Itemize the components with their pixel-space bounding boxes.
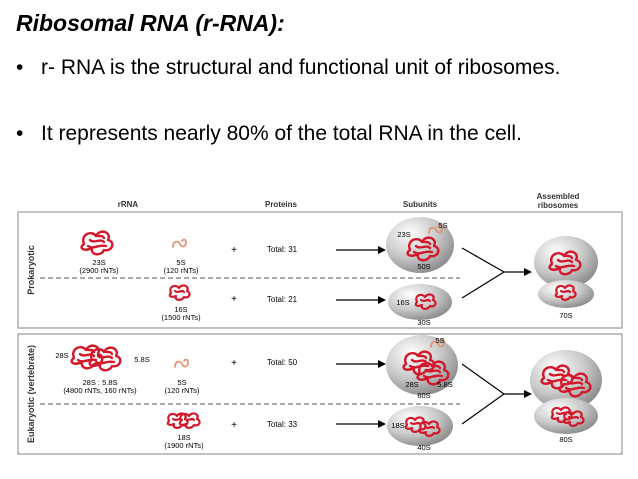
subunit-58s-label: 5.8S <box>437 380 452 389</box>
rna-18s-label: 18S <box>177 433 190 442</box>
rna-5s-nt: (120 rNTs) <box>164 386 200 395</box>
rna-16s-label: 16S <box>174 305 187 314</box>
subunit-16s-label: 16S <box>396 298 409 307</box>
rna-28-58-label: 28S : 5.8S <box>82 378 117 387</box>
header-rrna: rRNA <box>118 200 139 209</box>
header-subunits: Subunits <box>403 200 438 209</box>
rna-23s-label: 23S <box>92 258 105 267</box>
proteins-total-small: Total: 21 <box>267 295 298 304</box>
ribosome-70s-label: 70S <box>559 311 572 320</box>
plus-sign: + <box>231 358 237 369</box>
bullet-dot: • <box>16 56 24 79</box>
bullet-structural-unit: • r- RNA is the structural and functiona… <box>16 54 616 81</box>
rna-18s-nt: (1900 rNTs) <box>164 441 204 450</box>
subunit-60s-label: 60S <box>417 391 430 400</box>
proteins-total-large: Total: 50 <box>267 358 298 367</box>
eukaryotic-panel: Eukaryotic (vertebrate) 28S 5.8S 28S : 5… <box>17 333 623 455</box>
ribosome-80s <box>530 350 602 434</box>
rna-5s-nt: (120 rNTs) <box>163 266 199 275</box>
bullet-text: r- RNA is the structural and functional … <box>41 56 561 79</box>
ribosome-70s <box>534 236 598 308</box>
prokaryotic-label: Prokaryotic <box>26 245 36 295</box>
slide-title: Ribosomal RNA (r-RNA): <box>16 10 285 36</box>
bullet-total-rna: • It represents nearly 80% of the total … <box>16 120 616 147</box>
plus-sign: + <box>231 294 237 305</box>
proteins-total-large: Total: 31 <box>267 245 298 254</box>
subunit-30s-label: 30S <box>417 318 430 327</box>
rna-28-58-nt: (4800 rNTs, 160 rNTs) <box>63 386 137 395</box>
plus-sign: + <box>231 420 237 431</box>
subunit-50s <box>386 217 454 273</box>
subunit-50s-label: 50S <box>417 262 430 271</box>
prokaryotic-panel: Prokaryotic 23S (2900 rNTs) 5S (120 rNTs… <box>17 211 623 329</box>
subunit-28s-label: 28S <box>405 380 418 389</box>
header-assembled: Assembled <box>537 192 580 201</box>
header-ribosomes: ribosomes <box>538 201 579 210</box>
rna-5s-label: 5S <box>177 378 186 387</box>
subunit-30s <box>388 284 452 320</box>
subunit-5s-label: 5S <box>435 336 444 345</box>
subunit-40s-label: 40S <box>417 443 430 452</box>
eukaryotic-label: Eukaryotic (vertebrate) <box>26 345 36 443</box>
rna-28s-tag: 28S <box>55 351 68 360</box>
bullet-text: It represents nearly 80% of the total RN… <box>41 122 522 145</box>
rna-23s-nt: (2900 rNTs) <box>79 266 119 275</box>
subunit-60s <box>386 335 458 395</box>
header-proteins: Proteins <box>265 200 298 209</box>
subunit-40s <box>387 406 453 446</box>
rna-16s-nt: (1500 rNTs) <box>161 313 201 322</box>
rna-58s-tag: 5.8S <box>134 355 149 364</box>
bullet-dot: • <box>16 122 24 145</box>
plus-sign: + <box>231 245 237 256</box>
rna-5s-label: 5S <box>176 258 185 267</box>
subunit-23s-label: 23S <box>397 230 410 239</box>
subunit-18s-label: 18S <box>391 421 404 430</box>
subunit-5s-label: 5S <box>438 221 447 230</box>
ribosome-80s-label: 80S <box>559 435 572 444</box>
proteins-total-small: Total: 33 <box>267 420 298 429</box>
